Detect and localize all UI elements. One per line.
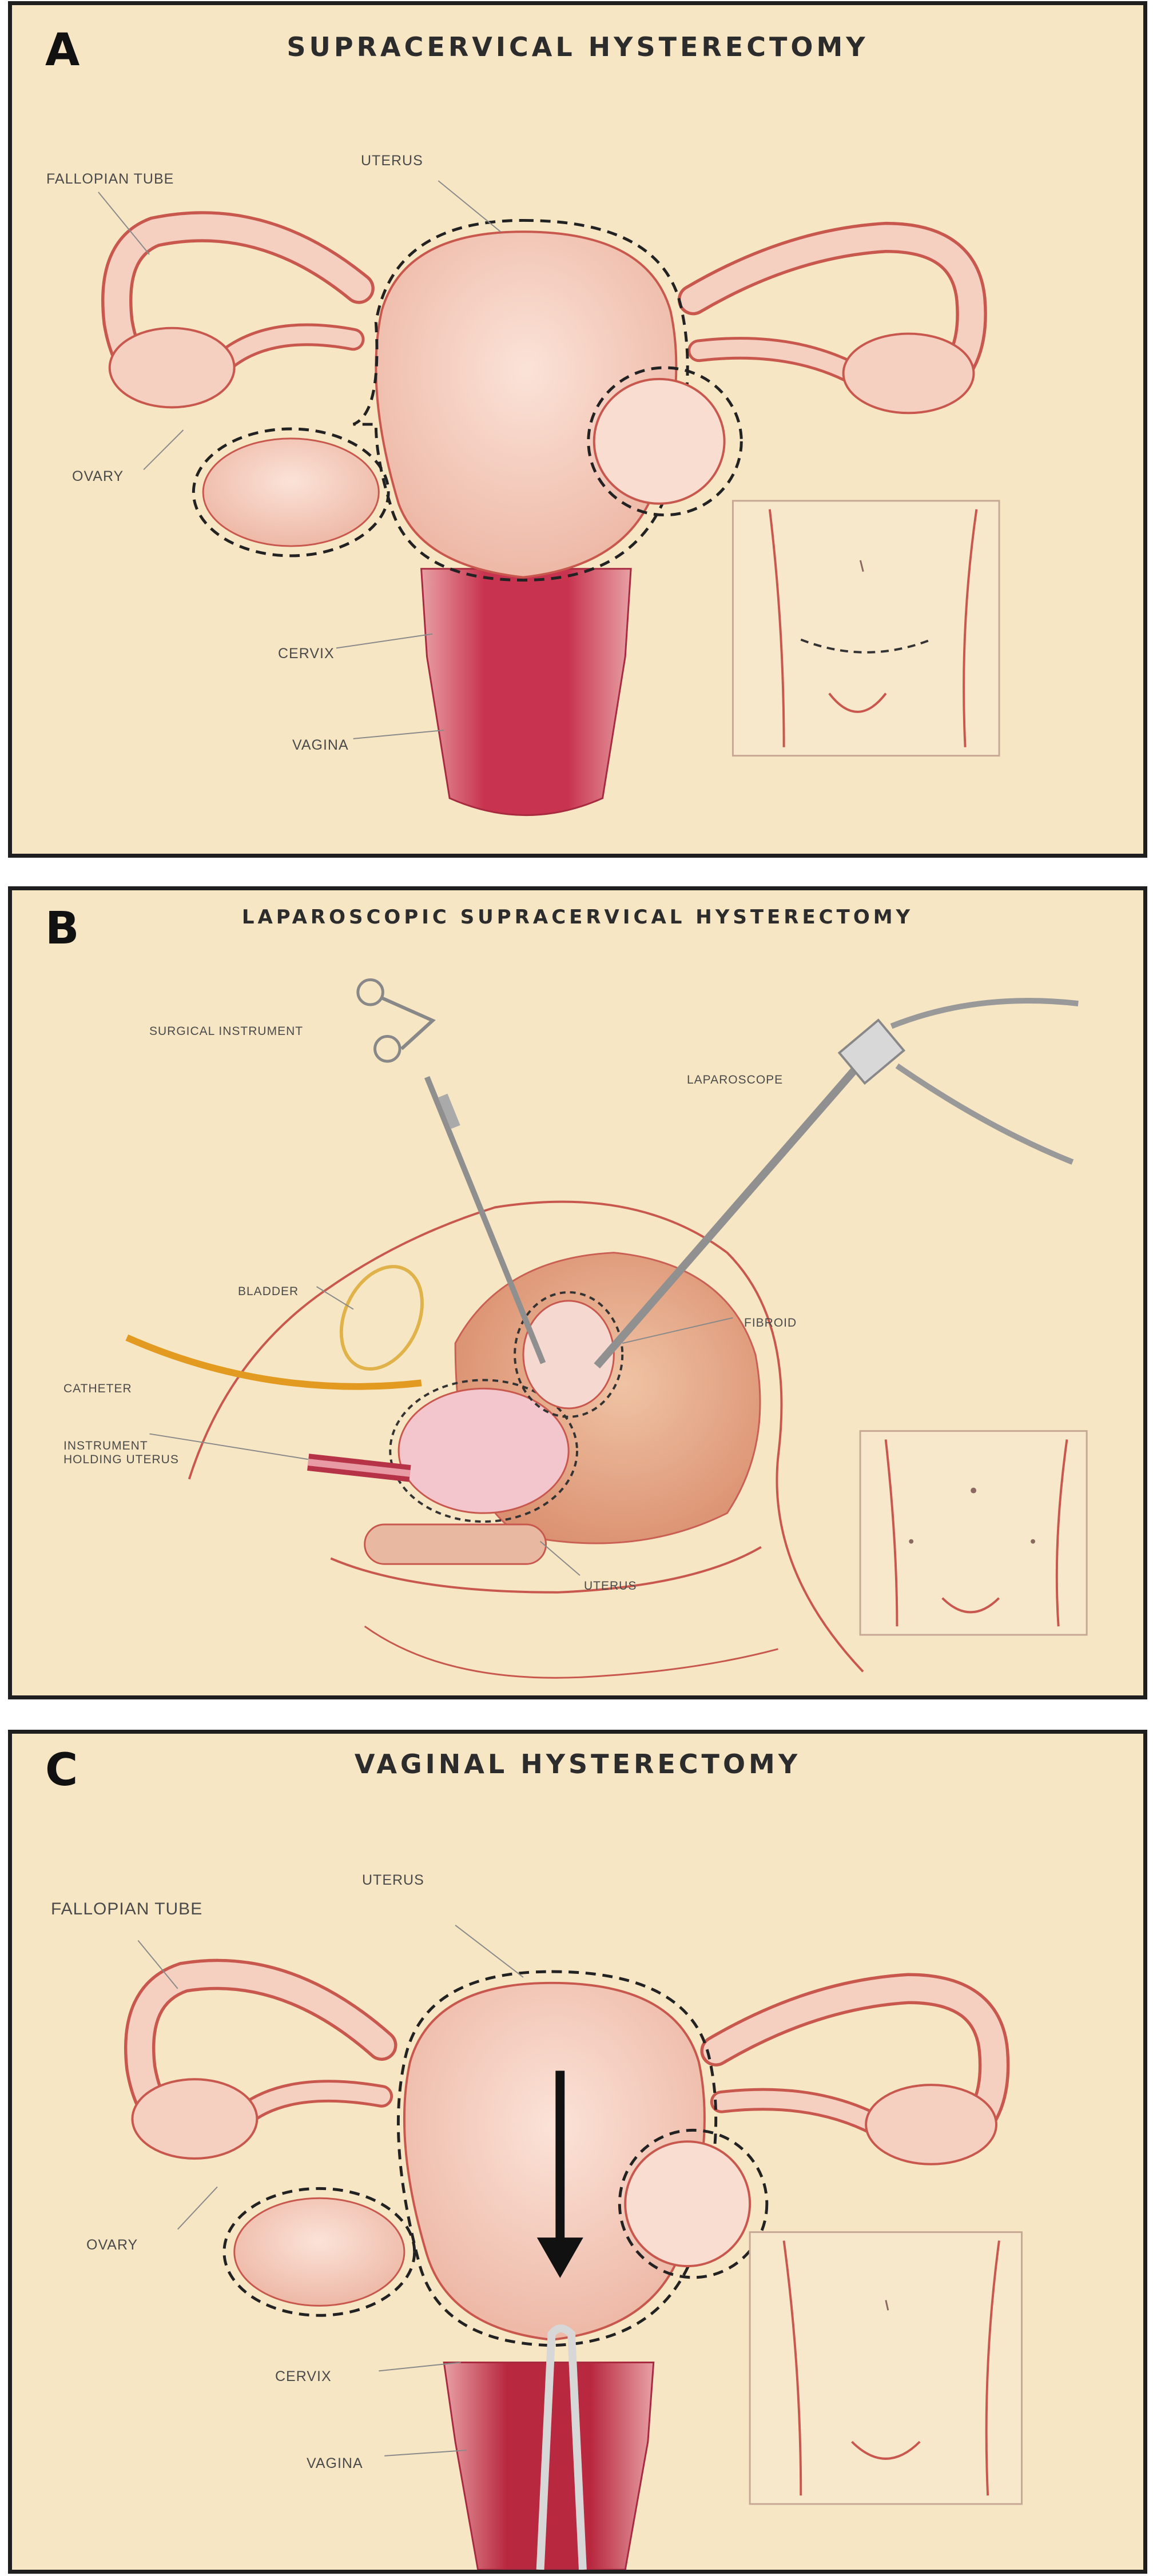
uterus-body xyxy=(375,230,678,579)
panel-c-title: VAGINAL HYSTERECTOMY xyxy=(354,1749,801,1779)
label-cervix: CERVIX xyxy=(278,646,335,662)
no-incision-inset xyxy=(749,2231,1023,2505)
label-fallopian-tube-c: FALLOPIAN TUBE xyxy=(51,1900,203,1918)
fibroid-b xyxy=(522,1300,615,1410)
label-surgical-instrument: SURGICAL INSTRUMENT xyxy=(149,1025,304,1038)
label-instrument-line1: INSTRUMENT xyxy=(63,1439,148,1452)
label-fallopian-tube: FALLOPIAN TUBE xyxy=(46,171,174,187)
label-bladder: BLADDER xyxy=(238,1285,299,1298)
vagina-shape xyxy=(420,568,632,817)
label-laparoscope: LAPAROSCOPE xyxy=(687,1073,784,1086)
label-ovary: OVARY xyxy=(72,468,124,484)
label-instrument-line2: HOLDING UTERUS xyxy=(63,1453,179,1467)
retractor xyxy=(536,2324,587,2570)
label-vagina: VAGINA xyxy=(292,737,349,753)
panel-c: C VAGINAL HYSTERECTOMY FALLOPIAN TUBE UT… xyxy=(8,1730,1147,2574)
fibroid xyxy=(593,377,726,505)
label-ovary-c: OVARY xyxy=(86,2237,138,2253)
left-fimbria xyxy=(108,327,236,409)
surgical-instrument-shaft xyxy=(424,1076,546,1364)
label-uterus-c: UTERUS xyxy=(362,1872,424,1888)
label-fibroid: FIBROID xyxy=(744,1316,797,1329)
panel-a: A SUPRACERVICAL HYSTERECTOMY FALLOPIAN T… xyxy=(8,1,1147,858)
label-uterus-b: UTERUS xyxy=(584,1579,637,1592)
label-instrument-holding-uterus: INSTRUMENT HOLDING UTERUS xyxy=(63,1439,179,1467)
panel-a-title: SUPRACERVICAL HYSTERECTOMY xyxy=(287,31,869,62)
bladder xyxy=(339,1265,424,1371)
label-uterus: UTERUS xyxy=(361,153,423,169)
panel-a-illustration xyxy=(98,180,1000,817)
right-fimbria xyxy=(842,332,975,415)
incision-inset xyxy=(731,500,1000,757)
laparoscope-shaft xyxy=(594,1057,866,1369)
label-vagina-c: VAGINA xyxy=(307,2455,363,2471)
uterus xyxy=(397,1387,570,1514)
downward-arrow xyxy=(536,2071,583,2278)
label-cervix-c: CERVIX xyxy=(275,2368,332,2384)
label-catheter: CATHETER xyxy=(63,1382,132,1395)
panel-b-letter: B xyxy=(45,903,79,954)
panel-b-title: LAPAROSCOPIC SUPRACERVICAL HYSTERECTOMY xyxy=(241,906,914,929)
catheter-tube xyxy=(125,1334,422,1390)
panel-b: B LAPAROSCOPIC SUPRACERVICAL HYSTERECTOM… xyxy=(8,886,1147,1699)
left-ovary xyxy=(202,437,380,547)
panel-c-letter: C xyxy=(45,1745,78,1796)
panel-a-letter: A xyxy=(45,25,80,76)
fibroid-c xyxy=(624,2140,752,2268)
port-site-inset xyxy=(859,1430,1088,1636)
left-ovary-c xyxy=(233,2197,405,2307)
body-outline xyxy=(188,1200,864,1673)
panel-b-illustration xyxy=(125,978,1088,1679)
panel-c-illustration xyxy=(124,1925,1023,2570)
